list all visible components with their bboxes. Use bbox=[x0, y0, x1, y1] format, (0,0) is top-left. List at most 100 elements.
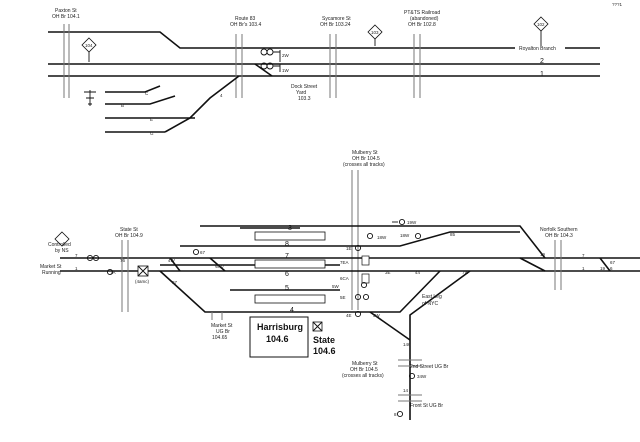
bridge-label-paxton: Paxton St OH Br 104.1 bbox=[52, 8, 80, 20]
svg-text:State: State bbox=[313, 335, 335, 345]
svg-text:OH Br 103.24: OH Br 103.24 bbox=[320, 22, 351, 28]
svg-text:Paxton St: Paxton St bbox=[55, 8, 77, 14]
svg-text:4W: 4W bbox=[168, 258, 176, 263]
station-track-4: 4 bbox=[290, 307, 294, 314]
top-bridges bbox=[63, 24, 421, 98]
bridge-label-sycamore: Sycamore St OH Br 103.24 bbox=[320, 16, 351, 28]
dock-yard-tracks bbox=[84, 75, 240, 133]
right-track-6: 6 bbox=[610, 266, 613, 271]
svg-text:85: 85 bbox=[450, 232, 456, 237]
yard-track-e: E bbox=[150, 117, 153, 122]
mulberry-top-bridge: Mulberry St OH Br 104.5 (crosses all tra… bbox=[343, 150, 385, 310]
station-track-3: 3 bbox=[288, 225, 292, 232]
mulberry-bottom-bridge: Mulberry St OH Br 104.5 (crosses all tra… bbox=[342, 361, 384, 379]
svg-text:44: 44 bbox=[415, 270, 421, 275]
svg-text:Mulberry St: Mulberry St bbox=[352, 150, 378, 156]
station-track-6: 6 bbox=[285, 271, 289, 278]
svg-text:State St: State St bbox=[120, 227, 138, 233]
station-tracks bbox=[60, 225, 640, 420]
svg-text:104.6: 104.6 bbox=[313, 346, 336, 356]
signal-1w: 1W bbox=[260, 62, 290, 73]
svg-text:Sycamore St: Sycamore St bbox=[322, 16, 351, 22]
svg-text:Front St UG Br: Front St UG Br bbox=[410, 403, 443, 409]
svg-text:OH Br 102.8: OH Br 102.8 bbox=[408, 22, 436, 28]
state-station-box: State 104.6 bbox=[312, 321, 336, 356]
svg-text:146: 146 bbox=[403, 342, 411, 347]
east-leg-label-1: East Leg bbox=[422, 294, 442, 300]
station-platforms bbox=[254, 231, 326, 304]
state-st-bridge: State St OH Br 104.9 bbox=[115, 227, 143, 312]
signal-2w: 2W bbox=[260, 48, 290, 62]
svg-text:Route 83: Route 83 bbox=[235, 16, 256, 22]
svg-text:7EA: 7EA bbox=[340, 260, 349, 265]
svg-text:Harrisburg: Harrisburg bbox=[257, 322, 303, 332]
station-track-8: 8 bbox=[285, 241, 289, 248]
svg-text:Yard: Yard bbox=[296, 90, 306, 96]
station-track-5: 5 bbox=[285, 285, 289, 292]
harrisburg-station: Harrisburg 104.6 bbox=[249, 316, 309, 358]
east-leg-label-2: of NYC bbox=[422, 301, 439, 307]
milepost-left-icon bbox=[54, 231, 70, 247]
yard-track-b: B bbox=[121, 103, 124, 108]
svg-text:1E: 1E bbox=[346, 246, 352, 251]
track-1-label: 1 bbox=[540, 71, 544, 78]
royalton-branch-label: Royalton Branch bbox=[519, 46, 556, 52]
corner-note: ???1 bbox=[612, 2, 623, 7]
svg-text:67: 67 bbox=[200, 250, 206, 255]
svg-text:5E: 5E bbox=[340, 295, 346, 300]
svg-text:14: 14 bbox=[403, 388, 409, 393]
svg-text:2W: 2W bbox=[282, 53, 290, 58]
svg-text:OH Br 104.3: OH Br 104.3 bbox=[545, 233, 573, 239]
svg-text:3E: 3E bbox=[385, 270, 391, 275]
svg-text:18W: 18W bbox=[377, 235, 387, 240]
svg-text:Market St: Market St bbox=[40, 264, 62, 270]
yard-signal-4: 4 bbox=[220, 93, 223, 98]
milepost-103-icon: 103 bbox=[367, 24, 383, 46]
svg-text:Market St: Market St bbox=[211, 323, 233, 329]
svg-text:(4amc): (4amc) bbox=[135, 279, 150, 284]
bridge-label-ptts: PT&TS Railroad (abandoned) OH Br 102.8 bbox=[404, 10, 440, 28]
front-st-bridge: Front St UG Br bbox=[398, 394, 443, 409]
dock-street-yard-label: Dock Street Yard 103.3 bbox=[291, 84, 318, 102]
svg-text:Dock Street: Dock Street bbox=[291, 84, 318, 90]
svg-text:2nd Street UG Br: 2nd Street UG Br bbox=[410, 364, 449, 370]
svg-text:19: 19 bbox=[600, 266, 606, 271]
svg-text:34W: 34W bbox=[417, 374, 427, 379]
right-track-7: 7 bbox=[582, 253, 585, 258]
svg-text:19: 19 bbox=[540, 252, 546, 257]
left-track-7: 7 bbox=[75, 253, 78, 258]
svg-text:102: 102 bbox=[537, 22, 545, 27]
svg-text:8: 8 bbox=[394, 412, 397, 417]
milepost-104-icon: 104 bbox=[81, 37, 97, 62]
svg-text:Mulberry St: Mulberry St bbox=[352, 361, 378, 367]
svg-text:OH Br 104.1: OH Br 104.1 bbox=[52, 14, 80, 20]
south-signals: 34W 14 8 146 bbox=[394, 342, 427, 418]
norfolk-southern-bridge: Norfolk Southern OH Br 104.3 bbox=[540, 227, 578, 290]
right-track-1: 1 bbox=[582, 266, 585, 271]
svg-text:Running: Running bbox=[42, 270, 61, 276]
svg-text:104: 104 bbox=[85, 43, 93, 48]
top-main-tracks bbox=[48, 31, 600, 77]
svg-text:5W: 5W bbox=[332, 284, 340, 289]
svg-text:103.3: 103.3 bbox=[298, 96, 311, 102]
bridge-label-route83: Route 83 OH Br's 103.4 bbox=[230, 16, 261, 28]
station-track-7: 7 bbox=[285, 253, 289, 260]
market-st-running-label: Market St Running bbox=[40, 264, 62, 276]
svg-text:OH Br 104.9: OH Br 104.9 bbox=[115, 233, 143, 239]
station-signals: 19W 18W 18W 1E 7EA 6CA 5W 5E 4E 5W 3E 85… bbox=[86, 218, 606, 318]
svg-text:by NS: by NS bbox=[55, 248, 69, 254]
yard-track-g: G bbox=[150, 131, 154, 136]
svg-text:UG Br: UG Br bbox=[216, 329, 230, 335]
svg-text:5W: 5W bbox=[373, 313, 381, 318]
svg-text:OH Br's 103.4: OH Br's 103.4 bbox=[230, 22, 261, 28]
svg-text:W97: W97 bbox=[215, 264, 225, 269]
svg-text:104.65: 104.65 bbox=[212, 335, 228, 341]
yard-track-c: C bbox=[145, 91, 149, 96]
svg-text:18W: 18W bbox=[400, 233, 410, 238]
svg-text:97: 97 bbox=[172, 280, 178, 285]
svg-text:(crosses all tracks): (crosses all tracks) bbox=[342, 373, 384, 379]
svg-text:103: 103 bbox=[371, 30, 379, 35]
market-ug-bridge: Market St UG Br 104.65 bbox=[211, 312, 233, 341]
svg-text:4E: 4E bbox=[346, 313, 352, 318]
